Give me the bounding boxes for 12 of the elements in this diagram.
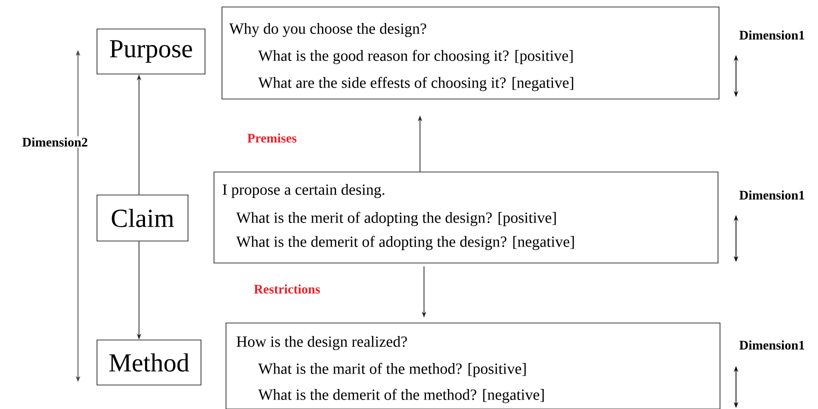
question-box: How is the design realized? What is the marit of the method? [positive] What is the demerit of the method? [negative] bbox=[226, 322, 720, 409]
dimension-label: Dimension1 bbox=[738, 339, 806, 351]
question-box: Why do you choose the design? What is the good reason for choosing it? [positive] What are the side effests of choosing it? [negative] bbox=[222, 6, 720, 100]
section-label: Premises bbox=[247, 133, 296, 143]
concept-box: Method bbox=[96, 340, 202, 386]
dimension-label: Dimension1 bbox=[738, 189, 806, 201]
concept-box: Purpose bbox=[96, 28, 206, 74]
question-box: I propose a certain desing. What is the merit of adopting the design? [positive] What is the demerit of adopting the design? [negative] bbox=[214, 172, 718, 264]
dimension-label: Dimension1 bbox=[738, 29, 806, 41]
concept-box: Claim bbox=[96, 194, 188, 242]
dimension-label: Dimension2 bbox=[21, 136, 89, 148]
section-label: Restrictions bbox=[254, 284, 320, 294]
